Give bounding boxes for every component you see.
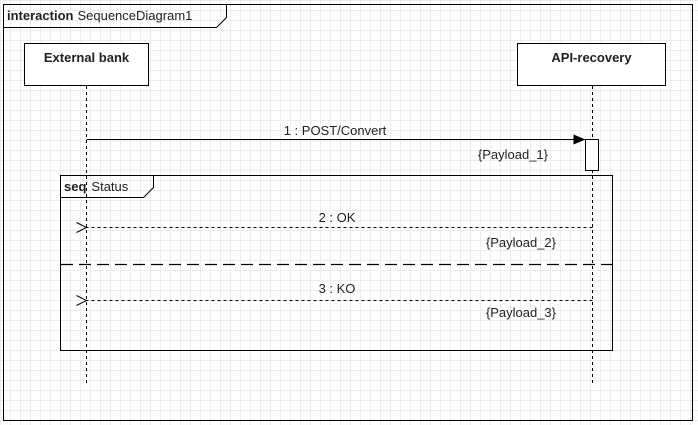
lifeline-label-api-recovery: API-recovery — [551, 50, 632, 65]
frame-keyword: interaction — [7, 8, 74, 23]
frame-label-pentagon — [3, 4, 227, 28]
activation-bar-api-recovery — [585, 139, 599, 171]
lifeline-label-external-bank: External bank — [44, 50, 130, 65]
message-2-label: 2 : OK — [319, 210, 356, 225]
message-3-constraint: {Payload_3} — [486, 305, 557, 320]
fragment-label-pentagon — [60, 175, 154, 198]
frame-name: SequenceDiagram1 — [77, 8, 192, 23]
fragment-name: Status — [91, 179, 128, 194]
fragment-operator: seq — [64, 179, 86, 194]
lifeline-head-external-bank[interactable] — [24, 43, 149, 86]
message-1-label: 1 : POST/Convert — [284, 123, 387, 138]
combined-fragment[interactable] — [60, 175, 613, 351]
interaction-frame — [3, 4, 693, 421]
message-1-constraint: {Payload_1} — [478, 147, 549, 162]
message-3-label: 3 : KO — [319, 281, 356, 296]
message-2-constraint: {Payload_2} — [486, 235, 557, 250]
lifeline-head-api-recovery[interactable] — [517, 43, 666, 86]
fragment-title: seq Status — [64, 179, 129, 194]
